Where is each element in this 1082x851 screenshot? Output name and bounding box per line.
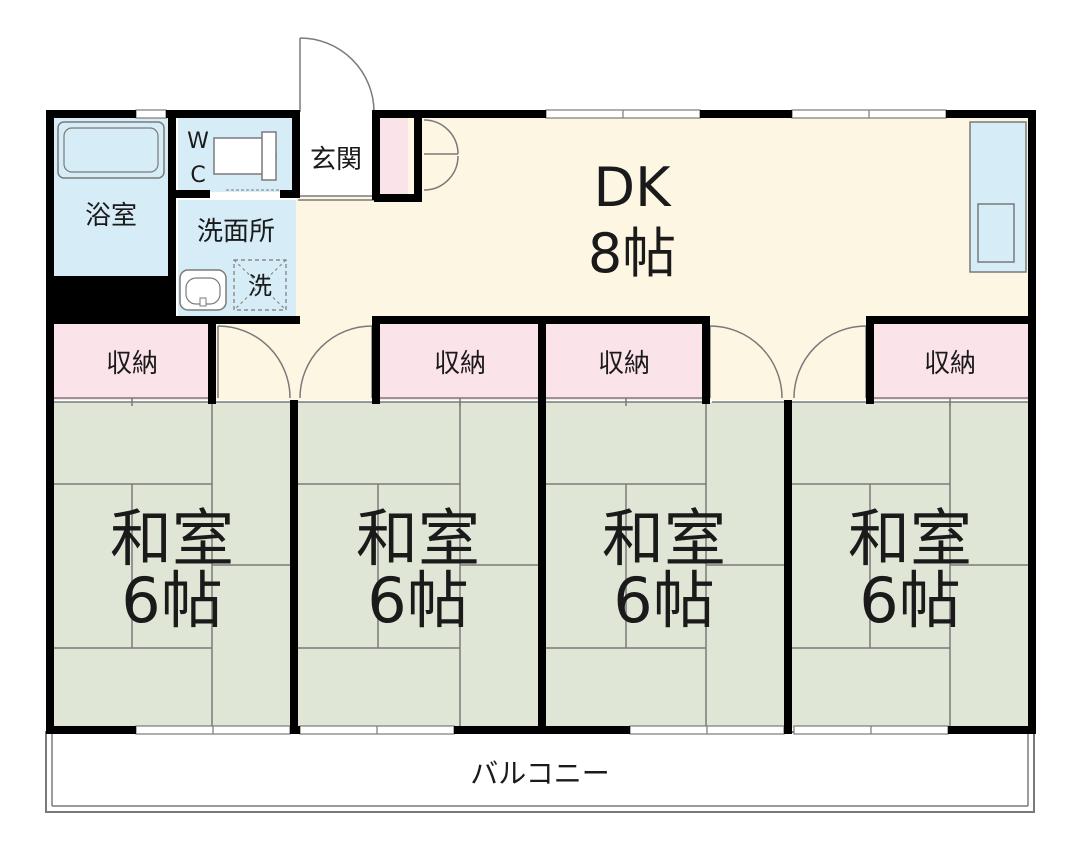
wc-label-w: W	[187, 129, 209, 154]
washitsu-4-name: 和室	[848, 502, 972, 575]
closet-4-floor	[872, 324, 1028, 400]
entrance-label: 玄関	[310, 145, 362, 175]
closet-3-floor	[546, 324, 706, 400]
closet-2-floor	[380, 324, 540, 400]
washitsu-2-name: 和室	[356, 502, 480, 575]
balcony: バルコニー	[45, 731, 1035, 813]
walls	[46, 110, 1036, 734]
washitsu-1-size: 6帖	[121, 564, 222, 637]
dk-size-label: 8帖	[588, 222, 676, 285]
washitsu-3-name: 和室	[602, 502, 726, 575]
closet-4-label: 収納	[924, 349, 976, 379]
entrance-floor	[298, 116, 374, 196]
closet-1-floor	[52, 324, 212, 400]
bathtub-icon	[57, 121, 165, 179]
washitsu-2-tatami	[298, 402, 538, 728]
shoe-closet	[380, 118, 408, 194]
balcony-label: バルコニー	[470, 757, 609, 790]
washer-space-icon	[233, 259, 287, 311]
toilet-icon	[213, 131, 280, 191]
wc-label-c: C	[190, 163, 205, 188]
washer-label: 洗	[248, 272, 272, 300]
washroom-label: 洗面所	[197, 217, 275, 247]
washitsu-3-tatami	[546, 402, 784, 728]
washitsu-1-name: 和室	[110, 502, 234, 575]
washitsu-2-size: 6帖	[367, 564, 468, 637]
bath-label: 浴室	[85, 201, 137, 231]
closet-3-label: 収納	[598, 349, 650, 379]
washitsu-4-size: 6帖	[859, 564, 960, 637]
washitsu-1-tatami	[52, 402, 290, 728]
wash-basin-icon	[179, 269, 227, 311]
dk-name-label: DK	[594, 156, 673, 219]
closet-2-label: 収納	[434, 349, 486, 379]
windows	[135, 109, 949, 735]
washitsu-3-size: 6帖	[613, 564, 714, 637]
closet-1-label: 収納	[106, 349, 158, 379]
washitsu-4-tatami	[792, 402, 1030, 728]
